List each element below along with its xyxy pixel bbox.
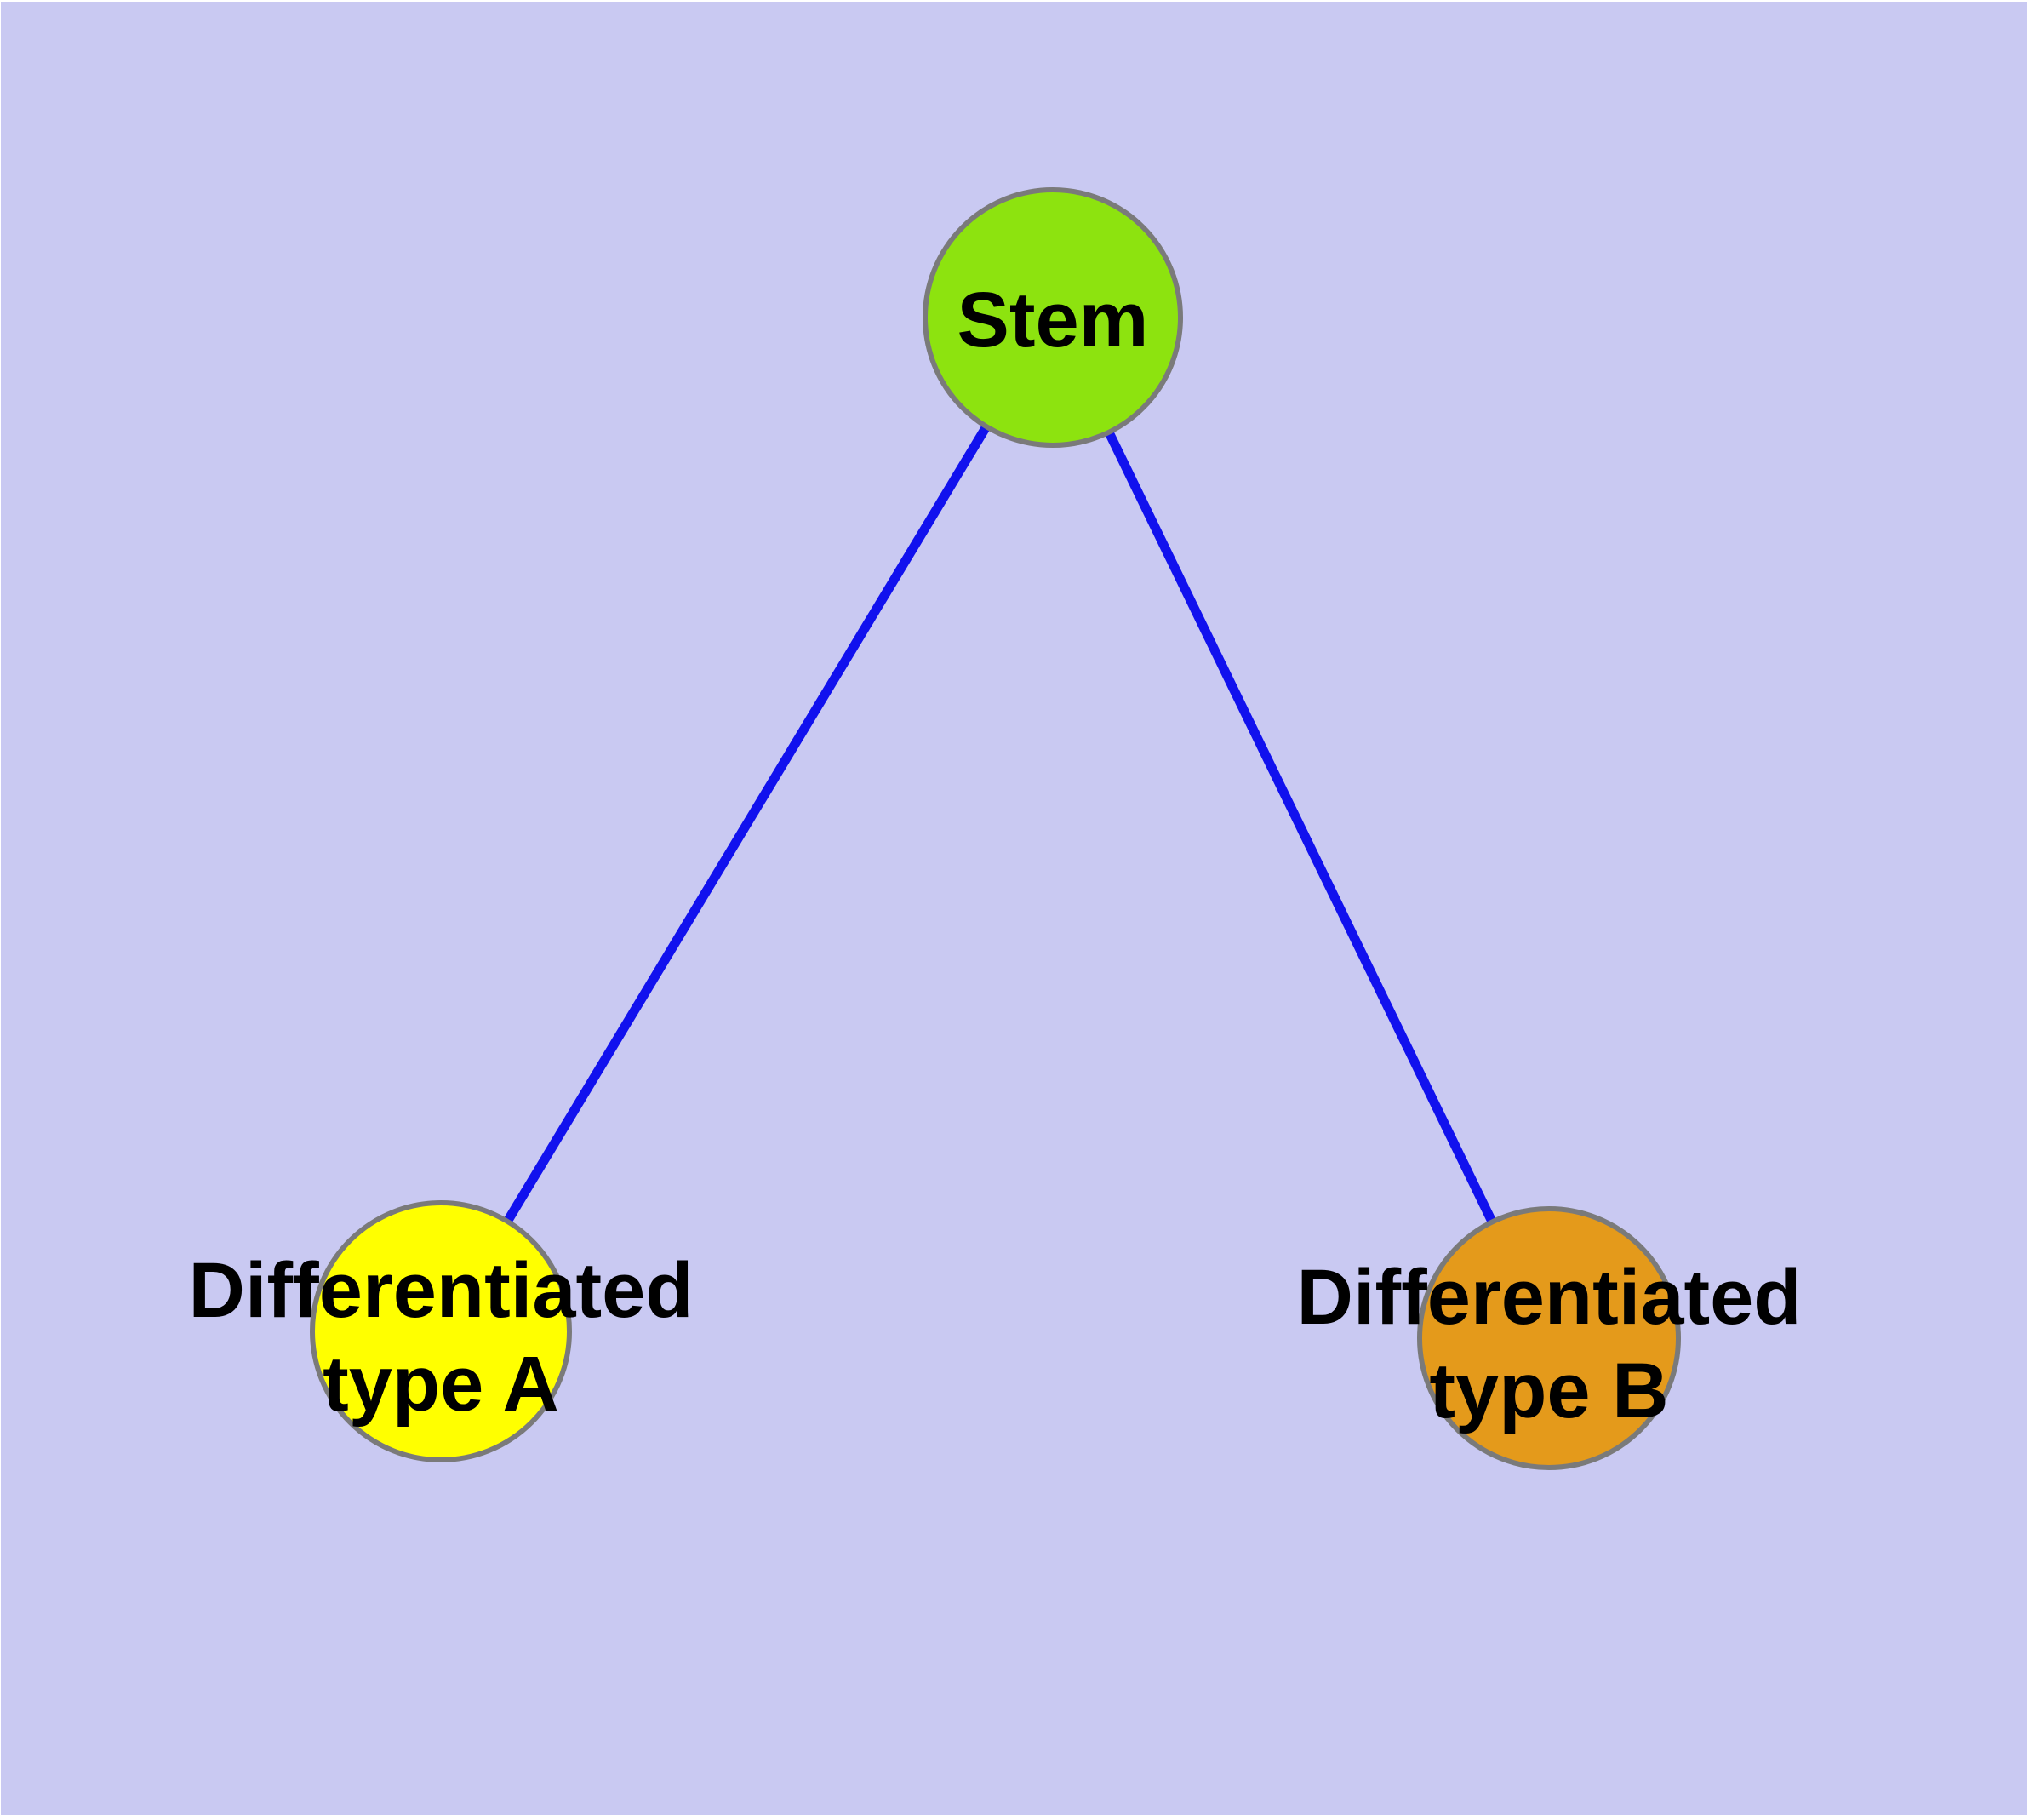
edge-stem-to-type-a <box>503 424 991 1224</box>
edge-stem-to-type-b <box>1105 430 1497 1226</box>
node-differentiated-type-b-label-line2: type B <box>1429 1348 1668 1434</box>
node-differentiated-type-b <box>1417 1206 1681 1470</box>
node-differentiated-type-b-label-line1: Differentiated <box>1297 1254 1802 1341</box>
node-differentiated-type-a-label-line2: type A <box>323 1341 559 1428</box>
node-stem-label: Stem <box>957 277 1149 363</box>
node-stem <box>923 187 1183 448</box>
node-differentiated-type-a <box>310 1200 572 1462</box>
node-differentiated-type-a-label-line1: Differentiated <box>189 1247 694 1334</box>
